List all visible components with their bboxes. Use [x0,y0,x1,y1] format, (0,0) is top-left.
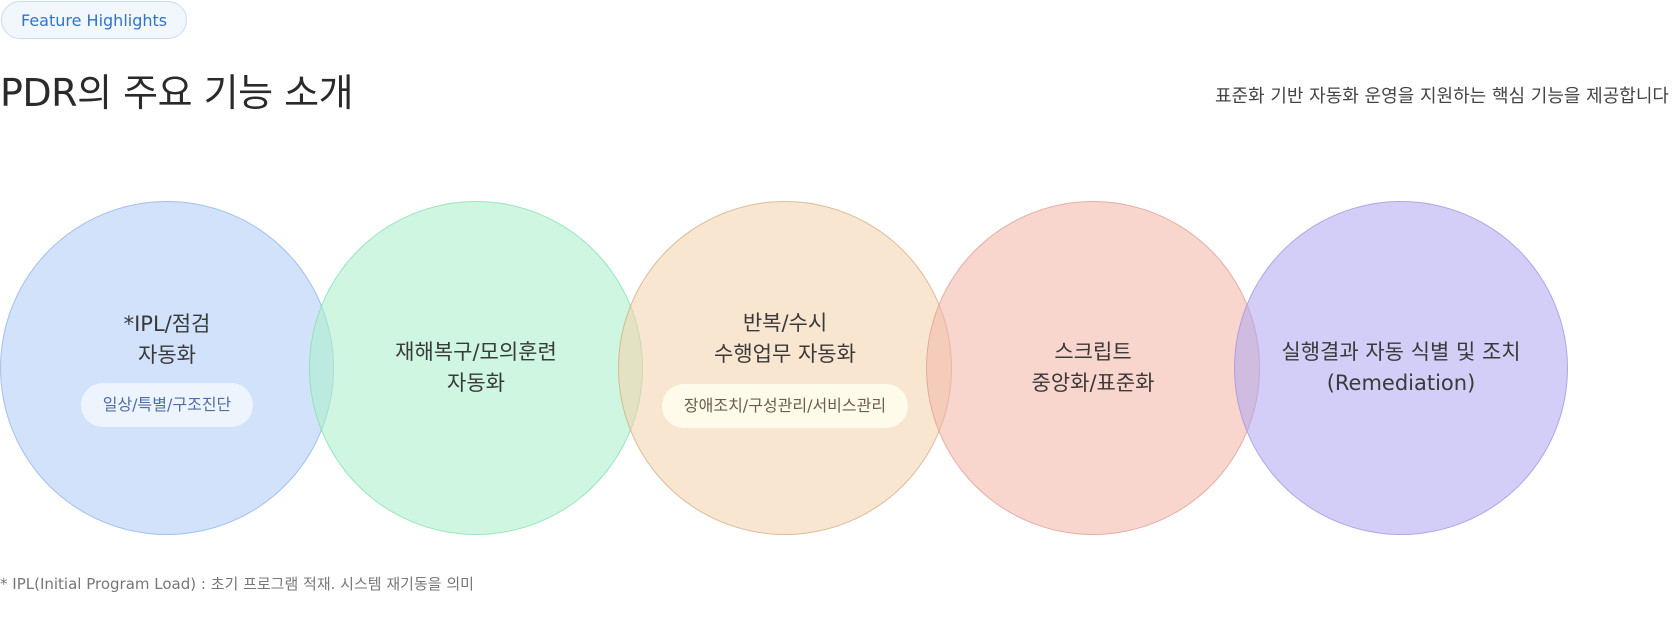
feature-circle-repetitive: 반복/수시 수행업무 자동화 장애조치/구성관리/서비스관리 [618,201,952,535]
feature-circle-script: 스크립트 중앙화/표준화 [926,201,1260,535]
feature-circle-dr: 재해복구/모의훈련 자동화 [309,201,643,535]
feature-highlights-badge: Feature Highlights [1,1,188,39]
feature-sub-pill: 일상/특별/구조진단 [80,383,254,427]
footnote: * IPL(Initial Program Load) : 초기 프로그램 적재… [0,575,474,593]
feature-label: 실행결과 자동 식별 및 조치 (Remediation) [1281,340,1521,395]
page-subtitle: 표준화 기반 자동화 운영을 지원하는 핵심 기능을 제공합니다 [1214,86,1669,107]
feature-circle-remediation: 실행결과 자동 식별 및 조치 (Remediation) [1234,201,1568,535]
feature-label: *IPL/점검 자동화 [123,312,211,367]
feature-sub-pill: 장애조치/구성관리/서비스관리 [661,384,909,428]
feature-label: 스크립트 중앙화/표준화 [1031,340,1155,395]
feature-label: 반복/수시 수행업무 자동화 [714,311,856,366]
feature-label: 재해복구/모의훈련 자동화 [395,340,557,395]
page-title: PDR의 주요 기능 소개 [0,71,354,115]
feature-circle-ipl: *IPL/점검 자동화 일상/특별/구조진단 [0,201,334,535]
